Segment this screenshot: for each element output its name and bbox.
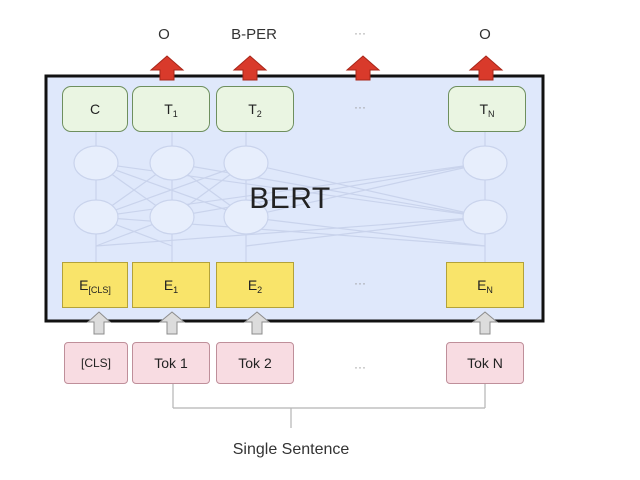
embedding-box-n-main: E — [477, 277, 487, 293]
token-box-t1-main: T — [164, 101, 173, 117]
output-label-cls: O — [158, 26, 170, 43]
caption: Single Sentence — [232, 441, 350, 458]
token-box-c-main: C — [89, 101, 101, 117]
hidden-network — [73, 132, 508, 262]
token-box-t2-sub: 2 — [256, 109, 262, 119]
sentence-bracket — [172, 384, 486, 428]
output-arrow-2 — [232, 55, 268, 81]
token-box-t2-main: T — [248, 101, 257, 117]
input-arrow-2 — [158, 311, 186, 335]
output-label-tok1: B-PER — [231, 26, 277, 43]
output-arrow-1 — [149, 55, 185, 81]
input-token-cls: [CLS] — [64, 342, 128, 384]
output-label-tokn: O — [479, 26, 491, 43]
token-box-tn-sub: N — [488, 109, 495, 119]
input-arrow-4 — [471, 311, 499, 335]
embedding-box-1-main: E — [163, 277, 174, 293]
output-arrow-3 — [345, 55, 381, 81]
output-arrows — [149, 55, 504, 81]
embedding-box-2-sub: 2 — [257, 285, 263, 295]
embedding-box-1-sub: 1 — [173, 285, 179, 295]
embedding-ellipsis: ··· — [354, 276, 366, 290]
input-token-1: Tok 1 — [132, 342, 210, 384]
embedding-box-2-main: E — [247, 277, 258, 293]
input-arrow-1 — [86, 311, 112, 335]
embedding-box-cls: E[CLS] — [62, 262, 128, 308]
input-token-2: Tok 2 — [216, 342, 294, 384]
output-arrow-4 — [468, 55, 504, 81]
output-label-ellipsis: ··· — [354, 26, 366, 40]
embedding-box-cls-main: E — [79, 277, 89, 293]
input-arrow-3 — [243, 311, 271, 335]
model-label: BERT — [249, 182, 331, 215]
token-box-tn-main: T — [479, 101, 489, 117]
token-ellipsis: ··· — [354, 100, 366, 114]
token-box-c: C — [62, 86, 128, 132]
input-token-n: Tok N — [446, 342, 524, 384]
token-box-t1-sub: 1 — [172, 109, 178, 119]
input-arrows — [86, 311, 499, 335]
input-ellipsis: ··· — [354, 360, 366, 374]
embedding-box-n-sub: N — [486, 285, 493, 295]
embedding-box-cls-sub: [CLS] — [88, 285, 111, 295]
